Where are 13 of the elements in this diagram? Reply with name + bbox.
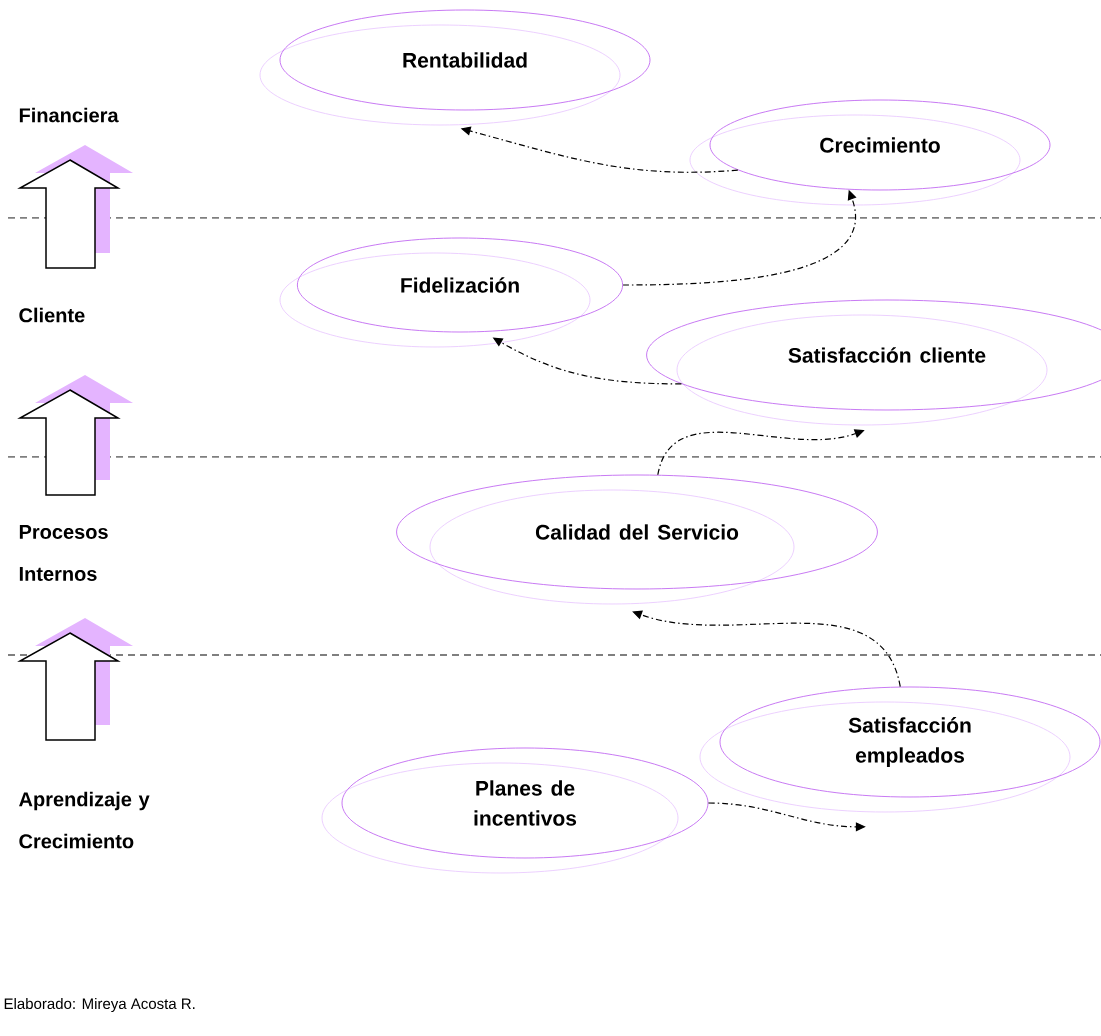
layer-label: Cliente bbox=[19, 307, 85, 323]
arrow bbox=[632, 610, 901, 688]
ellipse-node: Satisfacción empleados bbox=[699, 686, 1101, 813]
ellipse-node: Satisfacción cliente bbox=[646, 299, 1101, 426]
ellipse-node: Fidelización bbox=[279, 237, 624, 348]
ellipse-node: Rentabilidad bbox=[259, 9, 651, 126]
ellipse-node: Crecimiento bbox=[689, 99, 1051, 206]
layer-label: Procesos Internos bbox=[19, 525, 108, 581]
layer-label: Aprendizaje y Crecimiento bbox=[19, 791, 150, 849]
caption: Elaborado: Mireya Acosta R. bbox=[4, 998, 195, 1012]
ellipse-node: Planes de incentivos bbox=[321, 747, 709, 874]
ellipse-node: Calidad del Servicio bbox=[396, 474, 878, 605]
layer-label: Financiera bbox=[19, 107, 119, 123]
